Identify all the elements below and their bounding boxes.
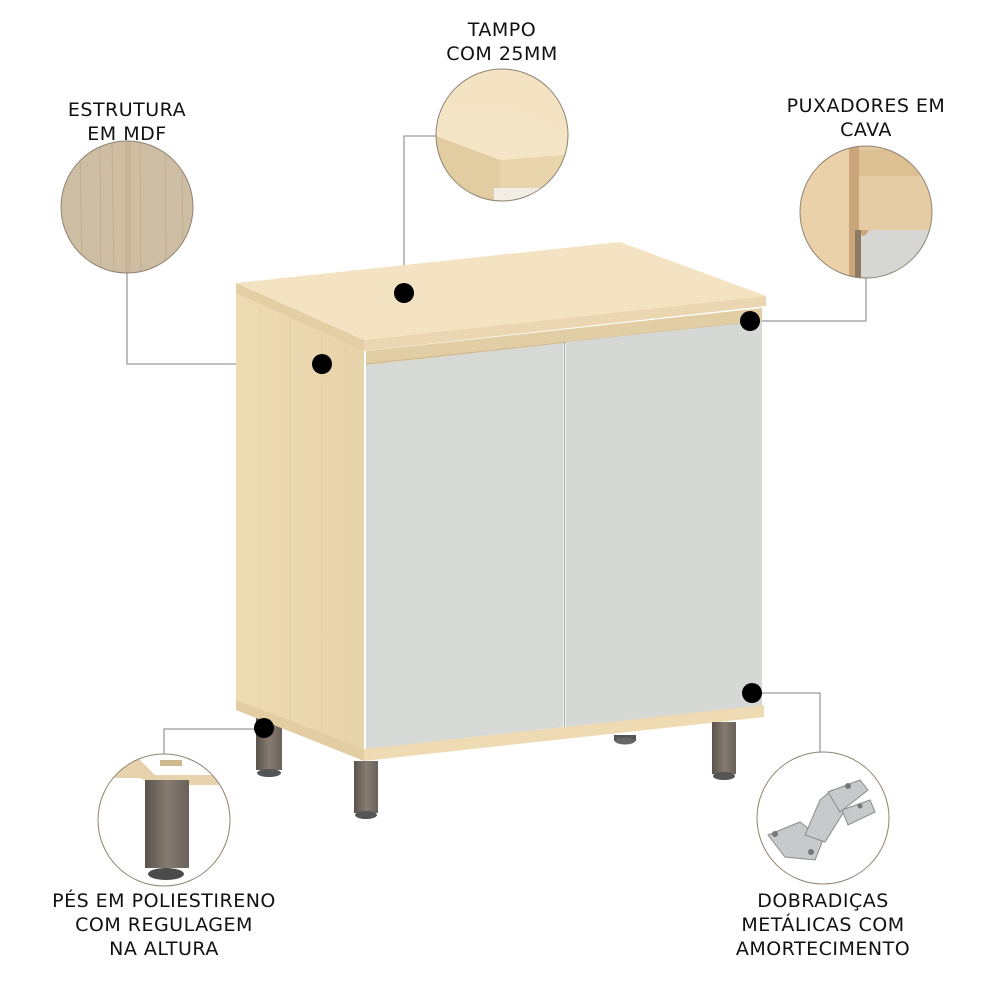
marker-dobradicas <box>742 683 762 703</box>
callout-label-puxadores: PUXADORES EM CAVA <box>776 94 956 142</box>
top-surface <box>236 242 766 340</box>
bottom-plinth <box>364 705 764 761</box>
marker-pes <box>254 718 274 738</box>
marker-tampo <box>394 283 414 303</box>
callout-label-line: ESTRUTURA <box>67 99 187 121</box>
callout-label-pes: PÉS EM POLIESTIRENO COM REGULAGEM NA ALT… <box>34 889 294 961</box>
detail-pes-leg-icon <box>97 753 231 887</box>
callout-label-line: AMORTECIMENTO <box>735 938 911 960</box>
leader-line-puxadores <box>750 278 867 322</box>
detail-dobradicas-hinge-icon <box>756 751 890 885</box>
cabinet <box>236 242 766 819</box>
callout-label-line: PUXADORES EM <box>786 95 946 117</box>
callout-label-tampo: TAMPO COM 25MM <box>412 18 592 66</box>
callout-label-line: NA ALTURA <box>109 938 219 960</box>
callout-markers <box>254 283 762 738</box>
callout-label-line: COM 25MM <box>446 43 558 65</box>
detail-tampo-edge-icon <box>435 68 569 202</box>
callout-label-line: METÁLICAS COM <box>741 914 905 936</box>
leg-front-left <box>354 761 378 813</box>
leg-front-right <box>712 722 736 774</box>
callout-label-line: EM MDF <box>87 123 167 145</box>
leader-line-pes <box>163 728 264 754</box>
callout-label-line: COM REGULAGEM <box>75 914 253 936</box>
leader-line-tampo <box>403 135 436 293</box>
detail-estrutura-wood-icon <box>60 140 194 274</box>
side-panel <box>236 290 364 752</box>
handle-rail <box>366 308 762 365</box>
door-right <box>566 321 762 727</box>
callout-label-line: DOBRADIÇAS <box>757 890 889 912</box>
callout-label-line: CAVA <box>840 119 892 141</box>
callout-label-estrutura: ESTRUTURA EM MDF <box>47 98 207 146</box>
door-left <box>366 343 563 749</box>
top-front-edge <box>364 296 766 351</box>
callout-label-line: PÉS EM POLIESTIRENO <box>52 890 276 912</box>
marker-estrutura <box>312 354 332 374</box>
leader-line-dobradicas <box>752 692 821 752</box>
callout-label-line: TAMPO <box>467 19 537 41</box>
callout-label-dobradicas: DOBRADIÇAS METÁLICAS COM AMORTECIMENTO <box>713 889 933 961</box>
detail-puxadores-handle-icon <box>799 145 933 279</box>
marker-puxadores <box>740 311 760 331</box>
